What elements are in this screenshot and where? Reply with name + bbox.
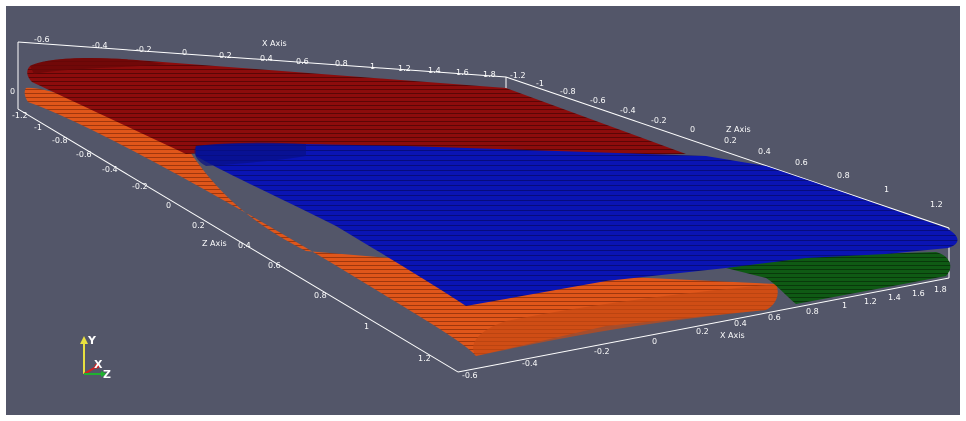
blue-block <box>194 142 958 306</box>
z-arrow-icon <box>101 371 107 377</box>
tick-label: 0.6 <box>795 158 808 167</box>
green-block <box>726 252 951 304</box>
tick-label: 1.2 <box>930 200 943 209</box>
tick-label: -0.8 <box>560 87 576 96</box>
tick-label: 0.6 <box>268 261 281 270</box>
render-view[interactable]: X Axis -0.6 -0.4 -0.2 0 0.2 0.4 0.6 0.8 … <box>6 6 960 415</box>
y-orientation-label: Y <box>87 334 97 347</box>
z-orientation-label: Z <box>103 368 111 381</box>
tick-label: 1.2 <box>864 297 877 306</box>
x-axis-top-ticks: X Axis -0.6 -0.4 -0.2 0 0.2 0.4 0.6 0.8 … <box>34 35 496 79</box>
x-axis-bottom-ticks: X Axis -0.6 -0.4 -0.2 0 0.2 0.4 0.6 0.8 … <box>462 285 947 380</box>
tick-label: -0.4 <box>620 106 636 115</box>
tick-label: 1.4 <box>888 293 901 302</box>
tick-label: 1.2 <box>398 64 411 73</box>
y-axis-left-ticks: 0 <box>10 87 15 96</box>
y-arrow-icon <box>80 336 88 344</box>
tick-label: 0 <box>652 337 657 346</box>
scene-3d: X Axis -0.6 -0.4 -0.2 0 0.2 0.4 0.6 0.8 … <box>10 35 958 381</box>
tick-label: 0.4 <box>238 241 251 250</box>
tick-label: 1.8 <box>934 285 947 294</box>
tick-label: -0.4 <box>102 165 118 174</box>
tick-label: 0.4 <box>734 319 747 328</box>
z-axis-right-ticks: Z Axis -1.2 -1 -0.8 -0.6 -0.4 -0.2 0 0.2… <box>510 71 943 209</box>
tick-label: 1.8 <box>483 70 496 79</box>
tick-label: 0.8 <box>806 307 819 316</box>
tick-label: 0.8 <box>314 291 327 300</box>
z-axis-right-title: Z Axis <box>726 125 751 134</box>
tick-label: 1 <box>370 62 375 71</box>
tick-label: 0.2 <box>192 221 205 230</box>
tick-label: -1 <box>34 123 42 132</box>
x-axis-top-title: X Axis <box>262 39 287 48</box>
tick-label: -1.2 <box>12 111 28 120</box>
tick-label: -0.6 <box>590 96 606 105</box>
x-arrow-icon <box>94 363 100 369</box>
tick-label: 1.2 <box>418 354 431 363</box>
tick-label: 0.4 <box>260 54 273 63</box>
tick-label: -0.6 <box>34 35 50 44</box>
x-direction-line <box>83 366 97 375</box>
tick-label: -0.2 <box>594 347 610 356</box>
tick-label: 1 <box>364 322 369 331</box>
tick-label: -0.8 <box>52 136 68 145</box>
tick-label: 0 <box>690 125 695 134</box>
tick-label: 1.4 <box>428 66 441 75</box>
tick-label: -0.2 <box>136 45 152 54</box>
tick-label: 1 <box>884 185 889 194</box>
tick-label: -1.2 <box>510 71 526 80</box>
tick-label: -0.2 <box>132 182 148 191</box>
tick-label: -0.6 <box>462 371 478 380</box>
z-axis-left-ticks: Z Axis -1.2 -1 -0.8 -0.6 -0.4 -0.2 0 0.2… <box>12 111 431 363</box>
tick-label: -0.4 <box>522 359 538 368</box>
orange-block <box>24 87 778 356</box>
tick-label: 0.2 <box>696 327 709 336</box>
x-axis-bottom-title: X Axis <box>720 331 745 340</box>
z-axis-left-title: Z Axis <box>202 239 227 248</box>
tick-label: 0.6 <box>768 313 781 322</box>
tick-label: -0.2 <box>651 116 667 125</box>
tick-label: -0.4 <box>92 41 108 50</box>
tick-label: 0 <box>10 87 15 96</box>
tick-label: 0.6 <box>296 57 309 66</box>
red-block <box>27 58 687 156</box>
tick-label: 0.2 <box>219 51 232 60</box>
tick-label: 1.6 <box>456 68 469 77</box>
tick-label: 0.2 <box>724 136 737 145</box>
tick-label: 1.6 <box>912 289 925 298</box>
tick-label: 0 <box>166 201 171 210</box>
tick-label: -1 <box>536 79 544 88</box>
x-orientation-label: X <box>94 358 103 371</box>
tick-label: 0.4 <box>758 147 771 156</box>
orientation-axes-widget: Y X Z <box>80 334 111 381</box>
tick-label: 0 <box>182 48 187 57</box>
tick-label: 1 <box>842 301 847 310</box>
tick-label: -0.6 <box>76 150 92 159</box>
tick-label: 0.8 <box>837 171 850 180</box>
tick-label: 0.8 <box>335 59 348 68</box>
